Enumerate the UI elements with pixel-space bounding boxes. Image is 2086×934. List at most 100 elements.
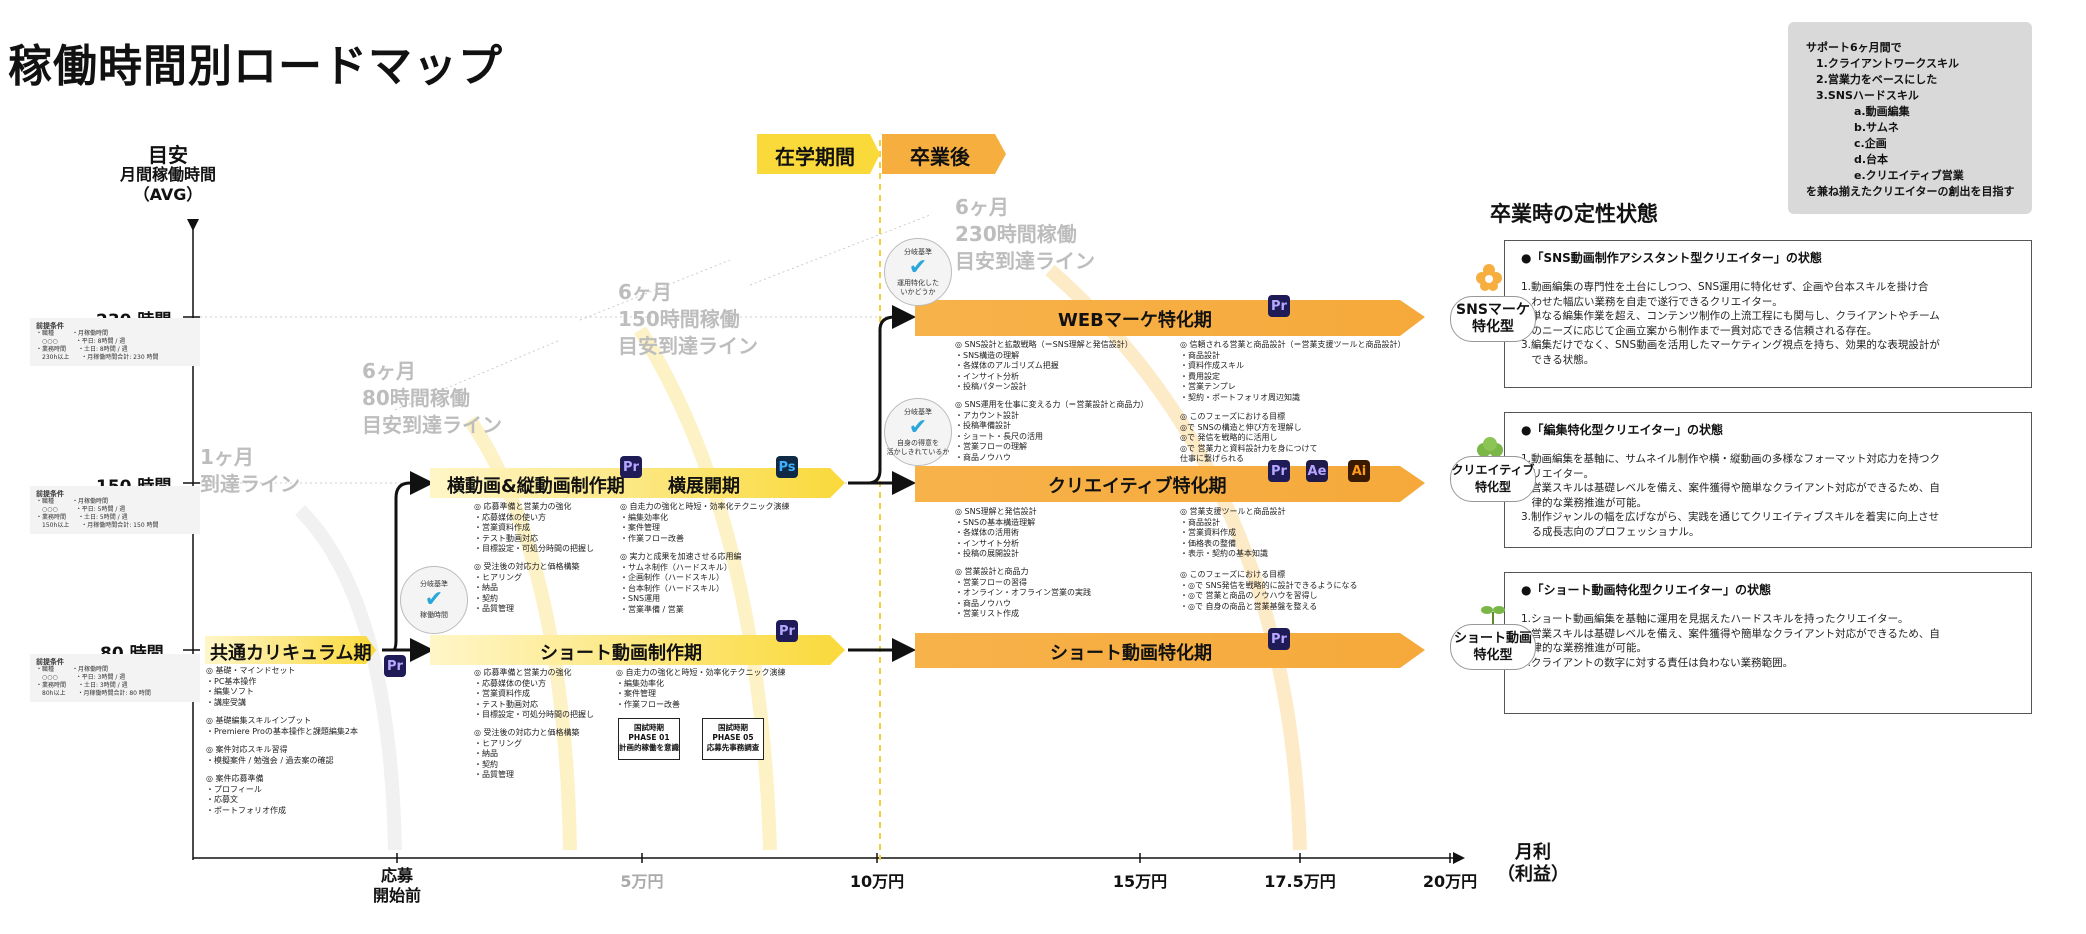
premiere-icon: Pr <box>384 655 406 677</box>
stamp-label: 分岐基準 <box>904 407 932 416</box>
banner-creative: クリエイティブ特化期 <box>1048 476 1227 497</box>
note-item: 仕事に繋げられる <box>1180 454 1244 463</box>
note-heading: ◎ 営業支援ツールと商品設計 <box>1180 507 1286 516</box>
state-card-creative: ●「編集特化型クリエイター」の状態 1.動画編集を基軸に、サムネイル制作や横・縦… <box>1504 412 2032 548</box>
note-item: ・SNS構造の理解 <box>955 350 1020 360</box>
stamp-label: 分岐基準 <box>420 580 448 588</box>
note-heading: ◎ 案件応募準備 <box>206 774 264 783</box>
support-line: 2.営業力をベースにした <box>1816 73 1938 86</box>
note-item: ・商品設計 <box>1180 350 1220 360</box>
note-item: ・契約 <box>474 593 498 603</box>
ghost-150h-l2: 150時間稼働 <box>618 307 740 331</box>
notes-creative-goal: ◎ このフェーズにおける目標 ・◎で SNS発信を戦略的に設計できるようになる … <box>1180 570 1358 612</box>
note-item: ・納品 <box>474 583 498 592</box>
type-label: 特化型 <box>1474 480 1511 494</box>
y-axis-heading-3: （AVG） <box>133 185 203 204</box>
note-item: ・営業フローの理解 <box>955 442 1027 451</box>
phase-tag-grad: 卒業後 <box>910 145 970 169</box>
type-label: クリエイティブ <box>1451 463 1535 477</box>
note-item: ・目標設定・可処分時間の把握し <box>474 544 594 553</box>
x-tick-10: 10万円 <box>849 872 905 891</box>
note-heading: ◎ 基礎編集スキルインプット <box>206 716 312 725</box>
card-line: 1.動画編集を基軸に、サムネイル制作や横・縦動画の多様なフォーマット対応力を持つ… <box>1521 453 1940 465</box>
stamp-label: 稼働時間 <box>420 611 448 619</box>
notes-web-a: ◎ SNS設計と拡散戦略（＝SNS理解と発信設計） ・SNS構造の理解 ・各媒体… <box>955 340 1133 393</box>
x-tick-17-5: 17.5万円 <box>1264 872 1336 891</box>
card-line: る成長志向のプロフェッショナル。 <box>1521 525 1700 538</box>
page-title: 稼働時間別ロードマップ <box>8 41 503 92</box>
note-item: ・アカウント設計 <box>955 410 1019 420</box>
support-line: 1.クライアントワークスキル <box>1816 57 1960 70</box>
note-item: ・商品設計 <box>1180 517 1220 527</box>
note-item: ・商品ノウハウ <box>955 452 1011 462</box>
phase-box-label: 応募先事務調査 <box>706 743 760 752</box>
bush-icon <box>1477 437 1503 457</box>
note-heading: ◎ 応募準備と営業力の強化 <box>474 502 572 511</box>
note-item: ・インサイト分析 <box>955 538 1019 548</box>
note-item: ・ポートフォリオ作成 <box>206 805 286 815</box>
card-title: ●「SNS動画制作アシスタント型クリエイター」の状態 <box>1521 251 1822 265</box>
note-heading: ◎ このフェーズにおける目標 <box>1180 570 1286 579</box>
note-item: ・オンライン・オフライン営業の実践 <box>955 588 1091 597</box>
note-item: ・納品 <box>474 749 498 758</box>
branch-stamp-1: 分岐基準 ✔ 稼働時間 <box>400 566 468 634</box>
after-effects-icon: Ae <box>1306 460 1328 482</box>
x-tick-15: 15万円 <box>1112 872 1168 891</box>
stamp-label: いかどうか <box>900 287 936 296</box>
ghost-80h-l2: 80時間稼働 <box>362 386 470 410</box>
card-line: できる状態。 <box>1521 353 1595 366</box>
ghost-1month-l2: 到達ライン <box>200 472 300 496</box>
arrow-grad <box>882 134 1006 174</box>
sprout-icon <box>1481 606 1505 624</box>
curve-band-2 <box>464 416 577 851</box>
note-item: ・◎で 自身の商品と営業基盤を整える <box>1180 601 1318 611</box>
note-item: ・作業フロー改善 <box>620 533 684 543</box>
banner-common: 共通カリキュラム期 <box>210 643 372 664</box>
note-heading: ◎ 営業設計と商品力 <box>955 567 1029 576</box>
notes-creative-b: ◎ 営業設計と商品力 ・営業フローの習得 ・オンライン・オフライン営業の実践 ・… <box>955 567 1091 620</box>
condition-150-line: ○○○ ・平日: 5時間 / 週 <box>36 506 126 513</box>
banner-expand: 横展開期 <box>668 476 740 497</box>
card-line: 律的な業務推進が可能。 <box>1521 642 1647 654</box>
premiere-icon: Pr <box>776 620 798 642</box>
note-item: ・◎で 営業と商品のノウハウを習得し <box>1180 591 1318 600</box>
x-tick-marks <box>396 853 1451 863</box>
check-icon: ✔ <box>424 587 444 612</box>
note-item: ◎で 発信を戦略的に活用し <box>1180 433 1278 442</box>
card-line: 3.制作ジャンルの幅を広げながら、実践を通じてクリエイティブスキルを着実に向上さ… <box>1521 511 1940 523</box>
flower-icon <box>1476 264 1502 291</box>
note-item: ・営業リスト作成 <box>955 609 1019 618</box>
notes-expand-b: ◎ 実力と成果を加速させる応用編 ・サムネ制作（ハードスキル） ・企画制作（ハー… <box>620 552 742 615</box>
note-item: ・各媒体のアルゴリズム把握 <box>955 361 1059 370</box>
note-item: ◎で 営業力と資料設計力を身につけて <box>1180 443 1318 453</box>
note-item: ・模擬案件 / 勉強会 / 過去案の確認 <box>206 755 334 765</box>
note-item: ・編集ソフト <box>206 687 254 696</box>
note-item: ・案件管理 <box>616 689 656 698</box>
condition-230: 前提条件 ・職種 ・月稼働時間 ○○○ ・平日: 8時間 / 週 ・業務時間 ・… <box>30 318 200 366</box>
note-item: ・案件管理 <box>620 523 660 532</box>
condition-230-line: ・職種 ・月稼働時間 <box>36 330 109 337</box>
condition-230-heading: 前提条件 <box>36 322 64 330</box>
arrow-school <box>757 134 880 174</box>
note-item: ・品質管理 <box>474 770 514 779</box>
state-card-sns: ●「SNS動画制作アシスタント型クリエイター」の状態 1.動画編集の専門性を土台… <box>1504 240 2032 388</box>
ghost-230h-l3: 目安到達ライン <box>955 249 1095 273</box>
note-item: ・応募媒体の使い方 <box>474 512 546 522</box>
photoshop-icon: Ps <box>776 456 798 478</box>
ghost-line-230 <box>749 214 931 286</box>
note-item: ・企画制作（ハードスキル） <box>620 573 724 582</box>
note-heading: ◎ 受注後の対応力と価格構築 <box>474 728 580 737</box>
y-axis-heading-1: 目安 <box>148 143 188 167</box>
support-line: を兼ね揃えたクリエイターの創出を目指す <box>1806 185 2015 198</box>
note-item: ・営業資料作成 <box>1180 528 1236 537</box>
note-heading: ◎ 案件対応スキル習得 <box>206 745 288 754</box>
condition-80-line: 80h以上 ・月稼働時間合計: 80 時間 <box>36 690 151 697</box>
premiere-icon: Pr <box>620 456 642 478</box>
condition-230-line: 230h以上 ・月稼働時間合計: 230 時間 <box>36 354 159 361</box>
note-item: ・営業準備 / 営業 <box>620 604 684 614</box>
phase-box-label: 計画的稼働を意識 <box>619 743 679 752</box>
note-item: ・ヒアリング <box>474 572 522 582</box>
note-item: ・営業資料作成 <box>474 689 530 698</box>
notes-creative-c: ◎ 営業支援ツールと商品設計 ・商品設計 ・営業資料作成 ・価格表の整備 ・表示… <box>1180 507 1286 560</box>
condition-80-line: ・業務時間 ・土日: 3時間 / 週 <box>36 682 128 689</box>
